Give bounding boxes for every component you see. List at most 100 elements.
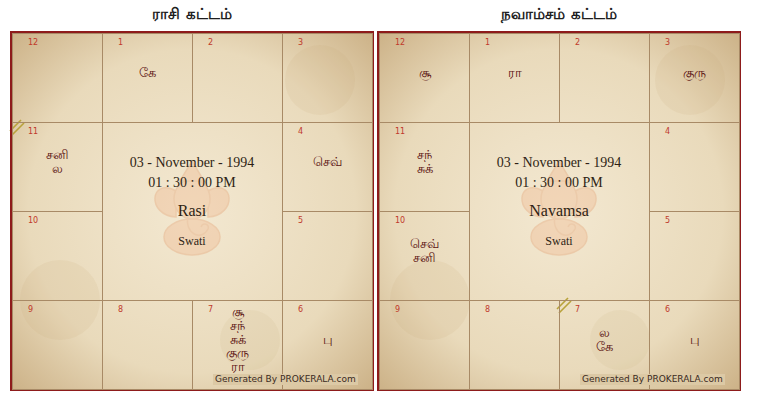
house-cell: 2: [192, 33, 283, 123]
planet-label: ல: [52, 162, 63, 176]
planet-label: ல: [599, 326, 610, 340]
watermark-text: Generated By PROKERALA.com: [580, 374, 725, 385]
planet-label: சுக்: [417, 162, 433, 176]
planet-label: பு: [690, 333, 700, 347]
house-number: 6: [665, 305, 670, 315]
planet-list: குரு: [650, 38, 739, 107]
planet-list: [13, 38, 102, 107]
house-number: 4: [665, 127, 670, 137]
planet-list: செவ்: [283, 127, 372, 196]
house-number: 9: [395, 305, 400, 315]
chart-center: 03 - November - 199401 : 30 : 00 PMRasiS…: [102, 122, 282, 300]
planet-list: செவ்சனி: [380, 216, 469, 285]
house-number: 1: [118, 38, 123, 48]
house-cell: 8: [469, 300, 560, 390]
house-cell: 8: [102, 300, 193, 390]
house-cell: 2: [559, 33, 650, 123]
house-number: 7: [208, 305, 213, 315]
house-number: 6: [298, 305, 303, 315]
birth-date: 03 - November - 1994: [102, 154, 282, 172]
planet-label: ரா: [508, 66, 522, 80]
house-number: 11: [28, 127, 38, 137]
house-number: 8: [118, 305, 123, 315]
house-number: 2: [575, 38, 580, 48]
parchment-right: [379, 33, 739, 389]
chart-heading: நவாம்சம் கட்டம்: [379, 4, 739, 24]
planet-label: சந்: [417, 148, 432, 162]
house-cell: 3: [282, 33, 373, 123]
planet-list: கே: [103, 38, 192, 107]
house-number: 10: [28, 216, 38, 226]
planet-label: சனி: [46, 148, 69, 162]
house-number: 2: [208, 38, 213, 48]
planet-list: சூசந்சுக்குருரா: [193, 305, 282, 374]
house-cell: 11சந்சுக்: [379, 122, 470, 212]
planet-label: செவ்: [410, 237, 439, 251]
house-cell: 4: [649, 122, 740, 212]
chart-name: Navamsa: [469, 201, 649, 221]
planet-list: லகே: [560, 305, 649, 374]
planet-list: சந்சுக்: [380, 127, 469, 196]
house-cell: 9: [12, 300, 103, 390]
house-cell: 10: [12, 211, 103, 301]
planet-list: ரா: [470, 38, 559, 107]
house-cell: 4 செவ்: [282, 122, 373, 212]
house-number: 5: [665, 216, 670, 226]
planet-list: [470, 305, 559, 374]
house-cell: 11சனில: [12, 122, 103, 212]
house-cell: 12 சூ: [379, 33, 470, 123]
planet-list: [193, 38, 282, 107]
house-number: 11: [395, 127, 405, 137]
birth-time: 01 : 30 : 00 PM: [469, 174, 649, 192]
house-number: 3: [665, 38, 670, 48]
chart-frame: 12சூ1ரா23குரு11சந்சுக்03 - November - 19…: [379, 33, 739, 389]
house-number: 12: [28, 38, 38, 48]
watermark-text: Generated By PROKERALA.com: [213, 374, 358, 385]
birth-time: 01 : 30 : 00 PM: [102, 174, 282, 192]
planet-list: [283, 216, 372, 285]
planet-list: [380, 305, 469, 374]
planet-list: [13, 305, 102, 374]
house-number: 4: [298, 127, 303, 137]
house-number: 9: [28, 305, 33, 315]
planet-label: சுக்: [230, 333, 246, 347]
planet-label: சூ: [232, 305, 244, 319]
planet-list: [560, 38, 649, 107]
birth-date: 03 - November - 1994: [469, 154, 649, 172]
house-cell: 12: [12, 33, 103, 123]
planet-label: கே: [596, 340, 613, 354]
house-cell: 5: [649, 211, 740, 301]
house-number: 1: [485, 38, 490, 48]
house-cell: 9: [379, 300, 470, 390]
chart-name: Rasi: [102, 201, 282, 221]
planet-list: சூ: [380, 38, 469, 107]
planet-list: சனில: [13, 127, 102, 196]
planet-label: பு: [323, 333, 333, 347]
house-number: 3: [298, 38, 303, 48]
planet-label: சூ: [419, 66, 431, 80]
planet-label: குரு: [226, 346, 249, 360]
house-cell: 3 குரு: [649, 33, 740, 123]
house-number: 10: [395, 216, 405, 226]
planet-list: [650, 216, 739, 285]
house-cell: 1 ரா: [469, 33, 560, 123]
planet-list: [13, 216, 102, 285]
house-number: 7: [575, 305, 580, 315]
nakshatra-name: Swati: [469, 233, 649, 249]
house-number: 8: [485, 305, 490, 315]
planet-label: குரு: [683, 66, 706, 80]
house-cell: 1 கே: [102, 33, 193, 123]
house-cell: 5: [282, 211, 373, 301]
house-cell: 10செவ்சனி: [379, 211, 470, 301]
planet-label: சனி: [413, 251, 436, 265]
house-number: 5: [298, 216, 303, 226]
planet-label: சந்: [230, 319, 245, 333]
planet-label: செவ்: [313, 155, 342, 169]
house-number: 12: [395, 38, 405, 48]
planet-label: கே: [139, 66, 156, 80]
planet-list: [650, 127, 739, 196]
planet-label: ரா: [231, 360, 245, 374]
planet-list: பு: [283, 305, 372, 374]
